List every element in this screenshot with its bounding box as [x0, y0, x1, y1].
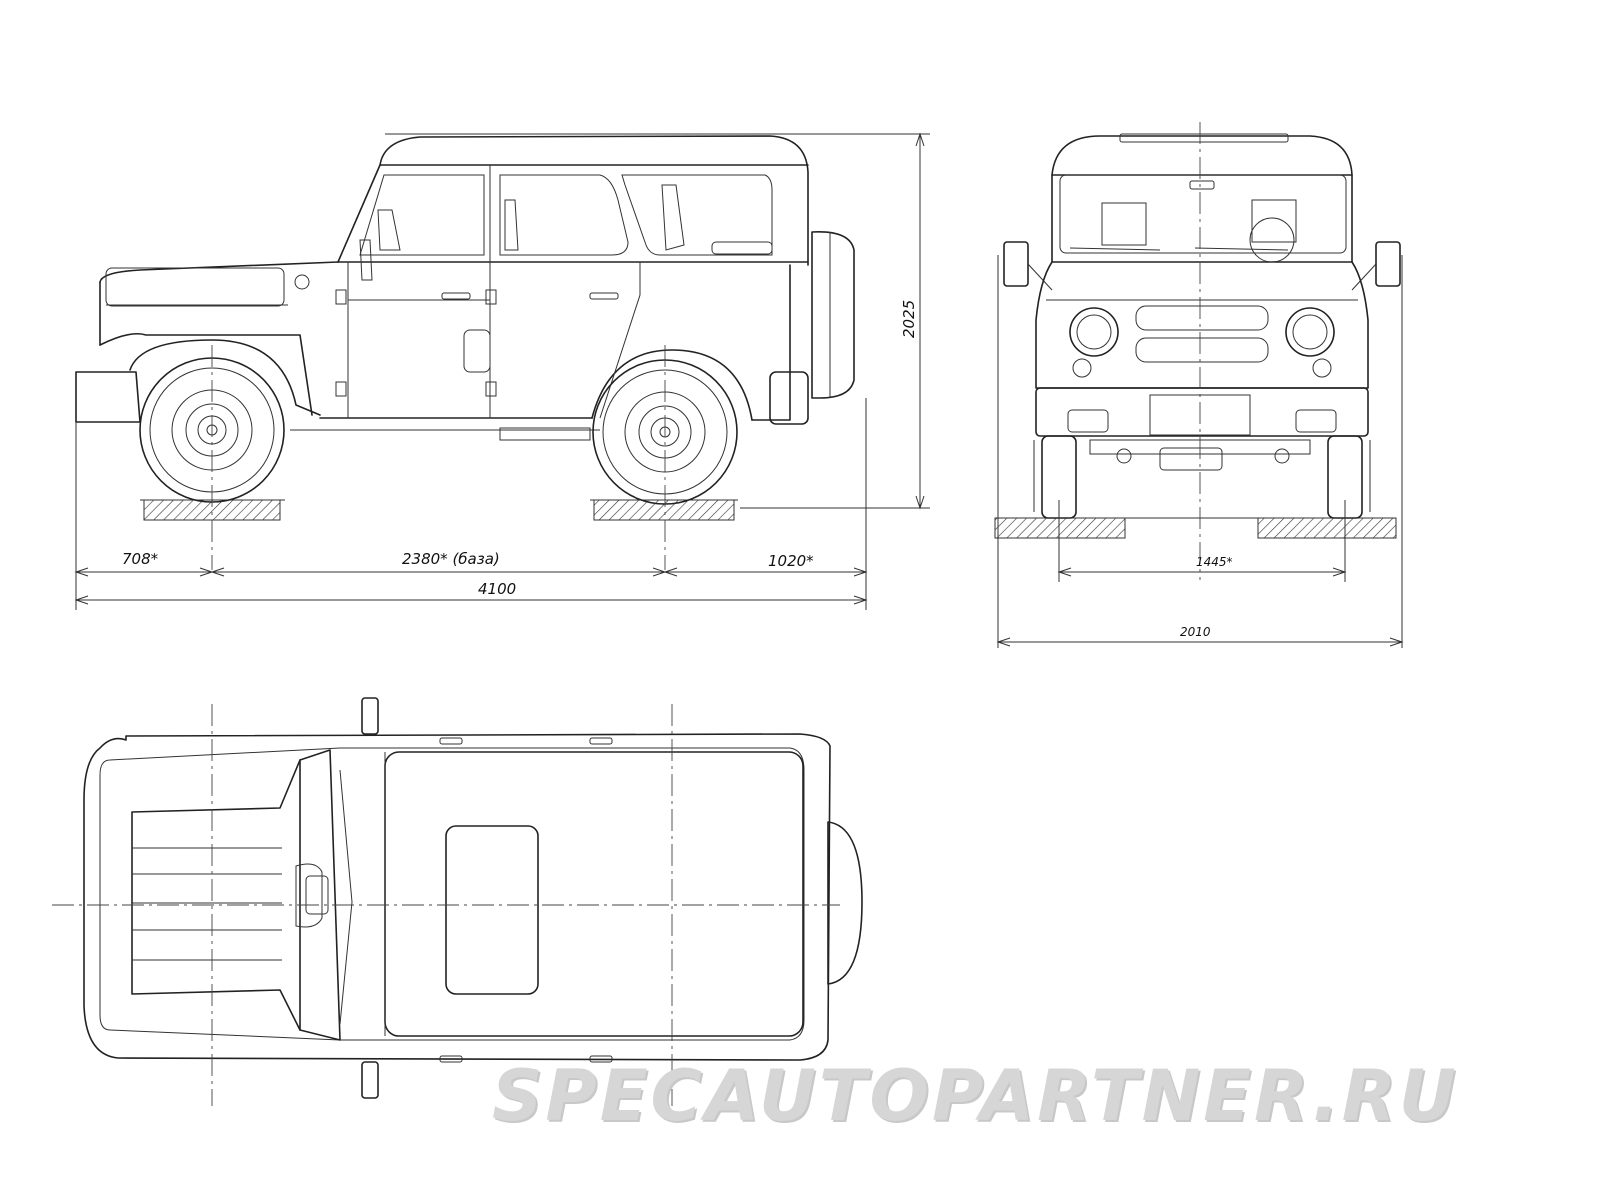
ground-hatch-rear: [593, 499, 735, 521]
overall-length-label: 4100: [478, 580, 516, 598]
ground-hatch-right: [1257, 517, 1397, 539]
track-label: 1445*: [1196, 555, 1233, 569]
wheelbase-label: 2380* (база): [402, 550, 500, 568]
side-view: [74, 132, 930, 610]
top-view: [52, 697, 863, 1106]
rear-overhang-label: 1020*: [768, 552, 814, 570]
ground-hatch-left: [994, 517, 1126, 539]
height-label: 2025: [900, 300, 918, 338]
front-overhang-label: 708*: [122, 550, 159, 568]
front-view: [994, 122, 1404, 648]
overall-width-label: 2010: [1180, 625, 1211, 639]
